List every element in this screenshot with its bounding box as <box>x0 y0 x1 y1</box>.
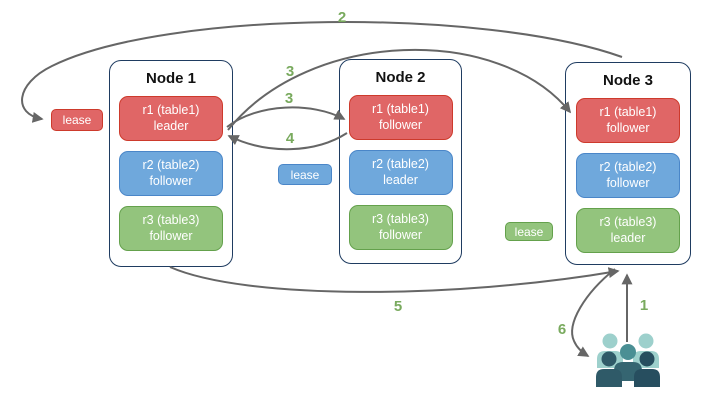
replica-role: leader <box>383 172 418 187</box>
node-1-title: Node 1 <box>145 70 196 87</box>
lease-badge-table3: lease <box>505 222 553 241</box>
node-3: Node 3 r1 (table1) follower r2 (table2) … <box>565 62 691 265</box>
node2-replica-r2-leader: r2 (table2) leader <box>348 150 453 195</box>
step-label-5: 5 <box>393 298 403 315</box>
replica-role: follower <box>149 228 193 243</box>
replica-role: follower <box>606 175 650 190</box>
user-front-right-icon <box>634 351 660 387</box>
replica-role: follower <box>149 173 193 188</box>
lease-badge-table1: lease <box>51 109 103 131</box>
arrow-step-3-node1-to-node2 <box>226 106 346 128</box>
node-2-title: Node 2 <box>375 69 426 86</box>
node-2: Node 2 r1 (table1) follower r2 (table2) … <box>339 59 462 264</box>
arrow-step-5-node1-to-node3 <box>169 266 620 293</box>
lease-badge-table2: lease <box>278 164 332 185</box>
node2-replica-r3-follower: r3 (table3) follower <box>348 205 453 250</box>
replica-role: follower <box>378 117 423 132</box>
replica-label: r1 (table1) <box>372 102 429 116</box>
node3-replica-r3-leader: r3 (table3) leader <box>576 208 680 253</box>
node1-replica-r3-follower: r3 (table3) follower <box>119 206 223 251</box>
step-label-1: 1 <box>639 297 649 314</box>
replica-label: r1 (table1) <box>142 103 200 117</box>
step-label-3a: 3 <box>285 63 295 80</box>
replica-label: r3 (table3) <box>372 212 429 226</box>
replica-role: leader <box>610 230 646 245</box>
step-label-6: 6 <box>557 321 567 338</box>
replica-role: leader <box>153 118 189 133</box>
node1-replica-r2-follower: r2 (table2) follower <box>119 151 223 196</box>
node3-replica-r1-follower: r1 (table1) follower <box>576 98 680 143</box>
replica-role: follower <box>606 120 650 135</box>
node-3-title: Node 3 <box>602 72 653 89</box>
step-label-4: 4 <box>285 130 295 147</box>
replica-label: r2 (table2) <box>142 158 200 172</box>
replica-label: r3 (table3) <box>599 215 657 229</box>
node2-replica-r1-follower: r1 (table1) follower <box>348 95 453 140</box>
replica-label: r1 (table1) <box>599 105 657 119</box>
users-group-icon <box>596 333 660 387</box>
node-1: Node 1 r1 (table1) leader r2 (table2) fo… <box>109 60 233 267</box>
step-label-2: 2 <box>337 9 347 26</box>
step-label-3b: 3 <box>284 90 294 107</box>
node3-replica-r2-follower: r2 (table2) follower <box>576 153 680 198</box>
replica-label: r2 (table2) <box>372 157 429 171</box>
node1-replica-r1-leader: r1 (table1) leader <box>119 96 223 141</box>
replica-role: follower <box>378 227 423 242</box>
replica-label: r3 (table3) <box>142 213 200 227</box>
replica-label: r2 (table2) <box>599 160 657 174</box>
